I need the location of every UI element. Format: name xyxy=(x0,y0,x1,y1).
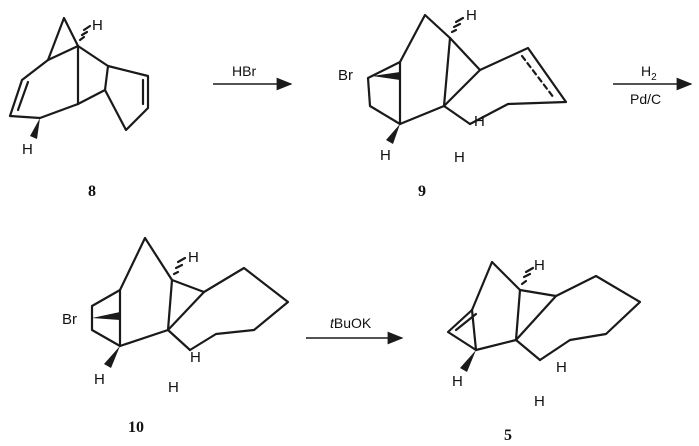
atom-h: H xyxy=(454,149,465,166)
wedge-bond xyxy=(92,312,120,320)
reagent-h2: H2 xyxy=(641,63,657,83)
atom-h: H xyxy=(466,7,477,24)
wedge-bond xyxy=(460,350,476,372)
atom-h: H xyxy=(380,147,391,164)
reagent-pd-c: Pd/C xyxy=(630,91,661,107)
atom-h: H xyxy=(474,113,485,130)
compound-number-10: 10 xyxy=(128,419,144,436)
atom-h: H xyxy=(22,141,33,158)
hash-bond xyxy=(452,18,463,32)
compound-number-5: 5 xyxy=(504,427,512,444)
hash-bond xyxy=(522,268,533,284)
compound-number-9: 9 xyxy=(418,183,426,200)
hash-bond xyxy=(80,26,90,40)
atom-h: H xyxy=(190,349,201,366)
compound-8-structure: H H xyxy=(10,17,148,158)
wedge-bond xyxy=(104,346,120,368)
wedge-bond xyxy=(30,118,40,139)
atom-h: H xyxy=(94,371,105,388)
atom-h: H xyxy=(188,249,199,266)
atom-h: H xyxy=(556,359,567,376)
atom-h: H xyxy=(168,379,179,396)
reagent-tbuok: tBuOK xyxy=(330,315,372,331)
compound-number-8: 8 xyxy=(88,183,96,200)
compound-9-structure: H Br H H H xyxy=(338,7,566,166)
hash-bond xyxy=(174,258,185,274)
atom-br: Br xyxy=(62,311,77,328)
wedge-bond xyxy=(386,124,400,144)
atom-br: Br xyxy=(338,67,353,84)
reagent-hbr: HBr xyxy=(232,63,256,79)
atom-h: H xyxy=(534,257,545,274)
compound-5-structure: H H H H xyxy=(448,257,640,410)
atom-h: H xyxy=(92,17,103,34)
atom-h: H xyxy=(452,373,463,390)
atom-h: H xyxy=(534,393,545,410)
compound-10-structure: H Br H H H xyxy=(62,238,288,396)
